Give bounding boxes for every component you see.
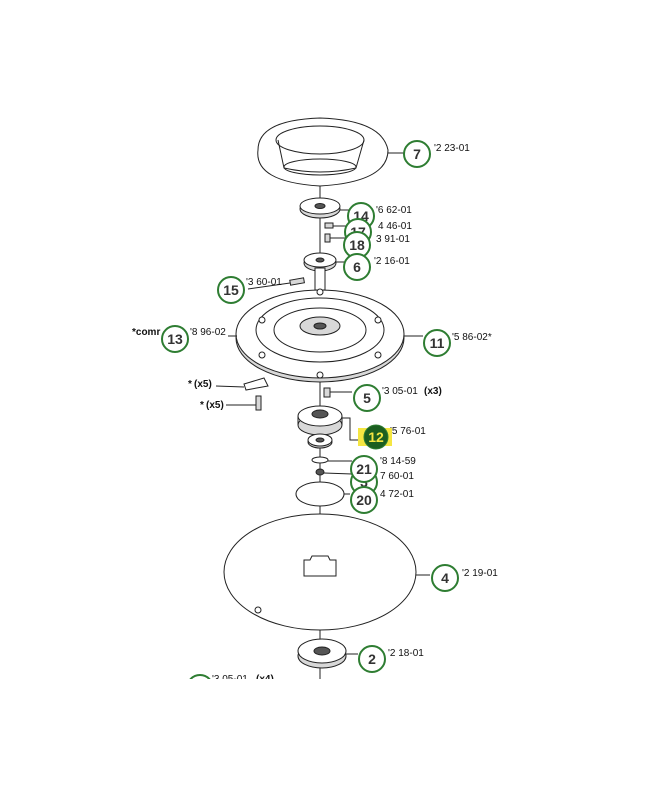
- callout-18-label: 18: [349, 237, 365, 253]
- part-bearing-housing: [297, 405, 358, 449]
- blade-qty: (x5): [194, 379, 212, 390]
- pn-17: 4 46-01: [378, 221, 412, 232]
- pn-15: '3 60-01: [246, 277, 282, 288]
- callout-18[interactable]: 18: [343, 231, 371, 259]
- part-side-screw: [247, 277, 305, 290]
- crop-mask: [0, 679, 652, 800]
- callout-5[interactable]: 5: [353, 384, 381, 412]
- blade-star: *: [188, 379, 192, 390]
- callout-2-label: 2: [368, 651, 376, 667]
- pn-20: 4 72-01: [380, 489, 414, 500]
- callout-4[interactable]: 4: [431, 564, 459, 592]
- pn-6: '2 16-01: [374, 256, 410, 267]
- callout-4-label: 4: [441, 570, 449, 586]
- callout-11[interactable]: 11: [423, 329, 451, 357]
- part-screw-x3: [323, 387, 352, 398]
- pn-2: '2 18-01: [388, 648, 424, 659]
- pn-13-prefix: *comr: [132, 327, 160, 338]
- callout-13-label: 13: [167, 331, 183, 347]
- callout-12-active[interactable]: 12: [358, 424, 392, 450]
- callout-7[interactable]: 7: [403, 140, 431, 168]
- part-hub-cap: [299, 197, 352, 219]
- part-washer-nut: [311, 456, 353, 476]
- pn-5-qty: (x3): [424, 386, 442, 397]
- pn-4: '2 19-01: [462, 568, 498, 579]
- bolt-star: *: [200, 400, 204, 411]
- part-blade: [215, 377, 269, 411]
- bolt-qty: (x5): [206, 400, 224, 411]
- callout-21[interactable]: 21: [350, 455, 378, 483]
- part-base-plate: [228, 288, 423, 383]
- pn-13: '8 96-02: [190, 327, 226, 338]
- pn-5: '3 05-01: [382, 386, 418, 397]
- callout-20[interactable]: 20: [350, 486, 378, 514]
- callout-6-label: 6: [353, 259, 361, 275]
- callout-21-label: 21: [356, 461, 372, 477]
- pn-21: '8 14-59: [380, 456, 416, 467]
- callout-6[interactable]: 6: [343, 253, 371, 281]
- callout-12-label: 12: [368, 429, 384, 445]
- pn-14: '6 62-01: [376, 205, 412, 216]
- callout-15-label: 15: [223, 282, 239, 298]
- part-bottom-hub: [297, 638, 358, 669]
- callout-5-label: 5: [363, 390, 371, 406]
- callout-13[interactable]: 13: [161, 325, 189, 353]
- callout-11-label: 11: [430, 335, 445, 351]
- part-flange-hub: [303, 252, 346, 291]
- part-nut-and-bolt: [324, 222, 346, 243]
- part-disc-seal: [295, 481, 350, 507]
- pn-7: '2 23-01: [434, 143, 470, 154]
- callout-group: 7 14 17 18 6 15 13: [161, 140, 459, 702]
- pn-3: 7 60-01: [380, 471, 414, 482]
- callout-2[interactable]: 2: [358, 645, 386, 673]
- pn-12: '5 76-01: [390, 426, 426, 437]
- callout-15[interactable]: 15: [217, 276, 245, 304]
- part-large-disc: [223, 513, 430, 631]
- pn-18: 3 91-01: [376, 234, 410, 245]
- part-top-cover: [257, 117, 404, 187]
- pn-11: '5 86-02*: [452, 332, 492, 343]
- callout-7-label: 7: [413, 146, 421, 162]
- callout-20-label: 20: [356, 492, 372, 508]
